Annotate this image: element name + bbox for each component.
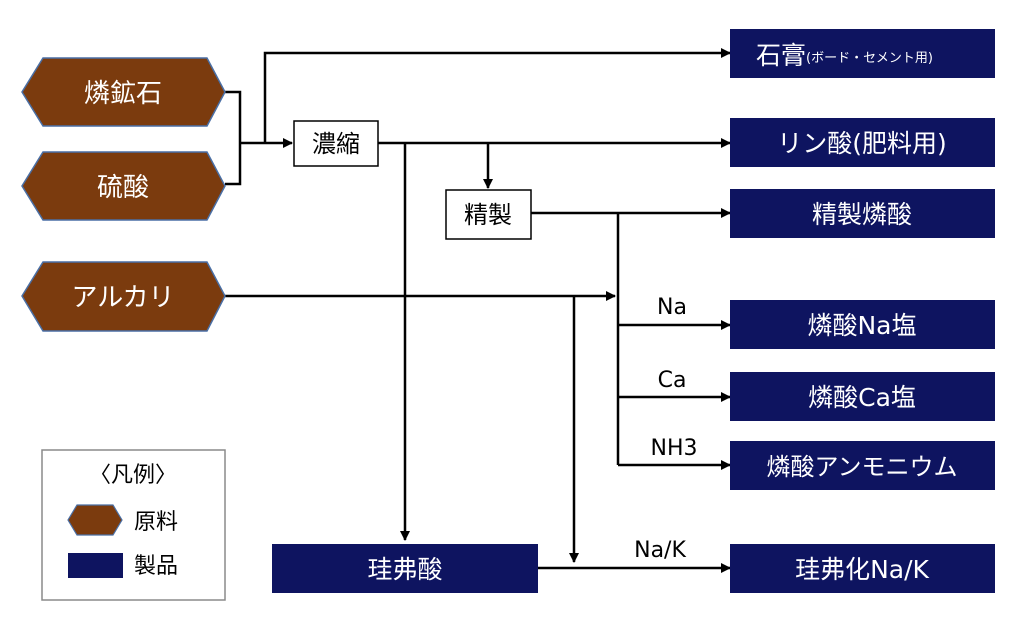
legend-raw-swatch bbox=[67, 504, 123, 536]
raw-sulfuric-acid-label: 硫酸 bbox=[97, 173, 149, 203]
product-box bbox=[730, 372, 995, 421]
edge-label-nh3: NH3 bbox=[651, 436, 698, 461]
product-gypsum-note: (ボード・セメント用) bbox=[806, 51, 933, 66]
product-box bbox=[730, 189, 995, 238]
raw-hexagon-shape bbox=[21, 261, 226, 332]
product-box bbox=[730, 29, 995, 78]
product-phosphoric-acid-fertilizer: リン酸(肥料用) bbox=[730, 118, 995, 167]
process-concentration: 濃縮 bbox=[293, 120, 379, 167]
product-ammonium-phosphate-label: 燐酸アンモニウム bbox=[766, 453, 957, 481]
legend-raw-label: 原料 bbox=[134, 510, 178, 535]
product-sodium-phosphate: 燐酸Na塩 bbox=[730, 300, 995, 349]
raw-phosphate-rock: 燐鉱石 bbox=[21, 57, 226, 127]
legend-product-swatch bbox=[68, 553, 123, 578]
product-refined-phosphoric-acid: 精製燐酸 bbox=[730, 189, 995, 238]
product-fluorosilicate: 珪弗化Na/K bbox=[730, 544, 995, 593]
product-box bbox=[730, 118, 995, 167]
product-box bbox=[730, 441, 995, 490]
product-fluorosilicate-label: 珪弗化Na/K bbox=[795, 555, 929, 584]
raw-sulfuric-acid: 硫酸 bbox=[21, 151, 226, 221]
process-box bbox=[445, 189, 532, 240]
edge-label-na-k: Na/K bbox=[634, 538, 686, 563]
product-gypsum-label: 石膏(ボード・セメント用) bbox=[756, 41, 933, 70]
raw-phosphate-rock-label: 燐鉱石 bbox=[84, 79, 162, 109]
product-box bbox=[730, 300, 995, 349]
connectors bbox=[225, 48, 731, 573]
raw-alkali-label: アルカリ bbox=[72, 283, 175, 313]
product-box bbox=[730, 544, 995, 593]
raw-hexagon-shape bbox=[21, 151, 226, 221]
gypsum-arrow bbox=[263, 48, 731, 143]
legend-product-label: 製品 bbox=[134, 554, 178, 579]
raw-hexagon-shape bbox=[21, 57, 226, 127]
edge-label-na: Na bbox=[657, 295, 687, 320]
product-box bbox=[272, 544, 538, 593]
product-calcium-phosphate-label: 燐酸Ca塩 bbox=[808, 383, 916, 412]
edge-label-ca: Ca bbox=[658, 368, 687, 393]
raw-alkali: アルカリ bbox=[21, 261, 226, 332]
product-gypsum: 石膏(ボード・セメント用) bbox=[730, 29, 995, 78]
product-fluorosilicic-acid-label: 珪弗酸 bbox=[367, 555, 442, 584]
product-sodium-phosphate-label: 燐酸Na塩 bbox=[807, 311, 916, 340]
process-concentration-label: 濃縮 bbox=[312, 130, 360, 158]
product-ammonium-phosphate: 燐酸アンモニウム bbox=[730, 441, 995, 490]
legend-title: 〈凡例〉 bbox=[89, 463, 177, 488]
process-refining: 精製 bbox=[445, 189, 532, 240]
product-phosphoric-acid-fertilizer-label: リン酸(肥料用) bbox=[777, 129, 947, 158]
process-box bbox=[293, 120, 379, 167]
product-refined-phosphoric-acid-label: 精製燐酸 bbox=[812, 200, 912, 229]
process-refining-label: 精製 bbox=[464, 201, 512, 229]
product-calcium-phosphate: 燐酸Ca塩 bbox=[730, 372, 995, 421]
product-fluorosilicic-acid: 珪弗酸 bbox=[272, 544, 538, 593]
raw-bracket-line bbox=[225, 90, 242, 186]
legend: 〈凡例〉 原料 製品 bbox=[41, 449, 226, 601]
